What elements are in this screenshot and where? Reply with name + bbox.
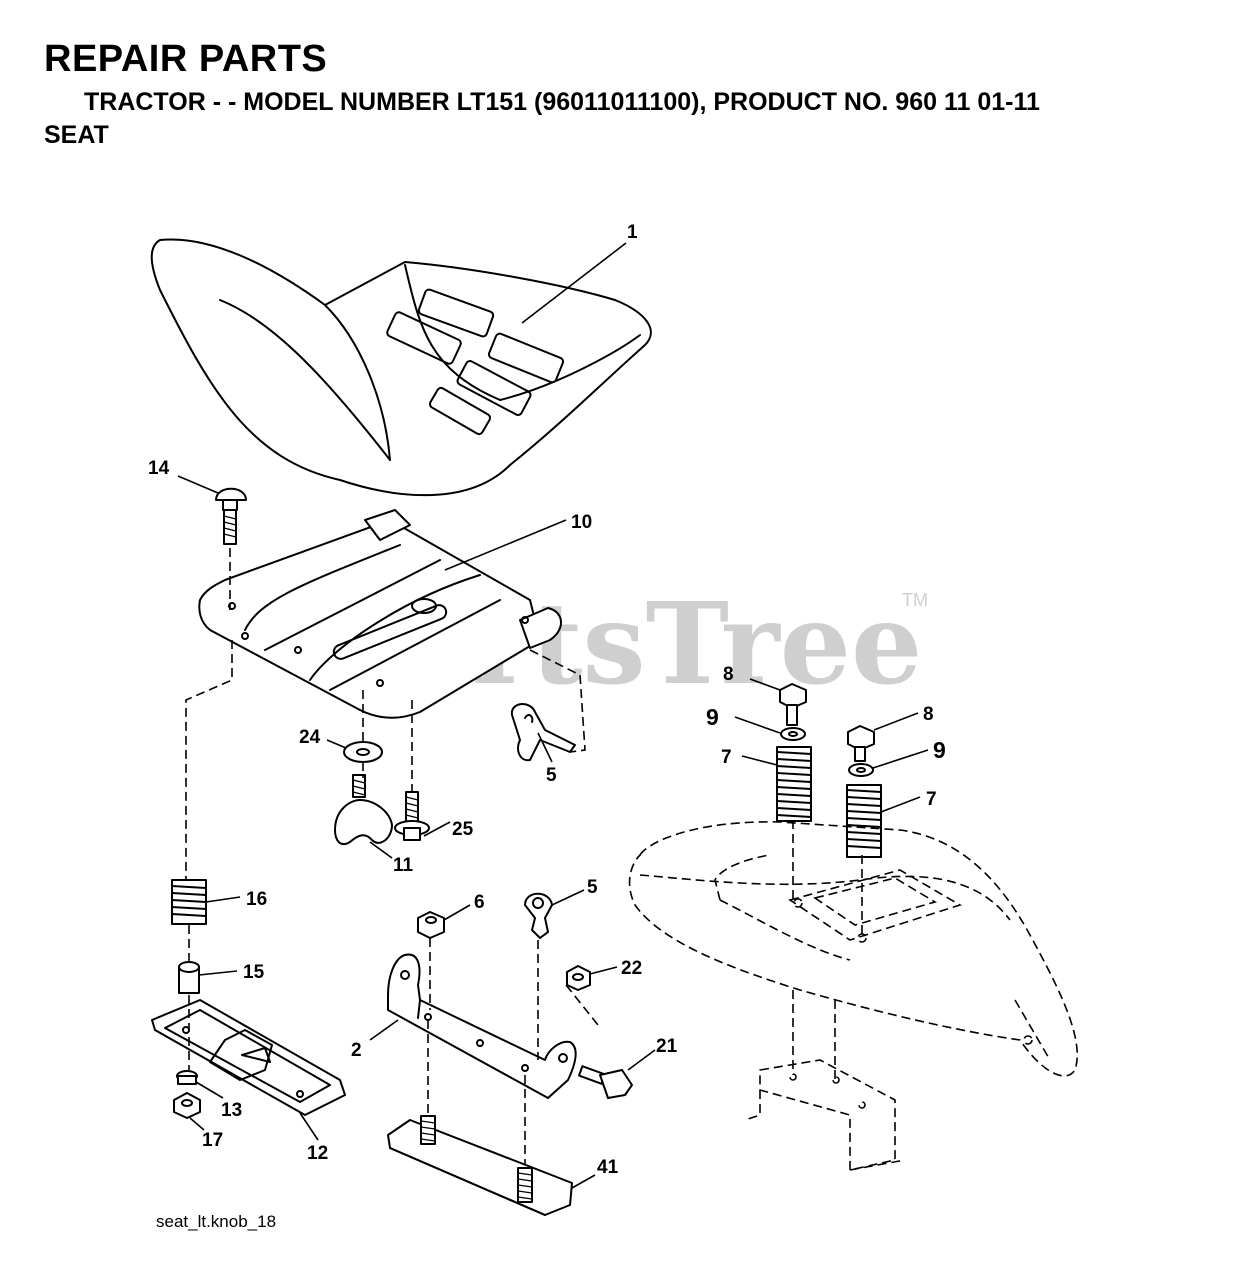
callout-11: 11 xyxy=(393,855,414,876)
leader-25 xyxy=(423,821,451,837)
alignment-lines xyxy=(185,548,586,1165)
model-line: TRACTOR - - MODEL NUMBER LT151 (96011011… xyxy=(84,88,1040,116)
callout-21: 21 xyxy=(656,1036,678,1057)
leader-13 xyxy=(195,1081,224,1099)
part-21-shoulder-bolt xyxy=(578,1065,633,1099)
part-8-knob-left xyxy=(779,683,807,726)
part-8-knob-right xyxy=(847,725,875,762)
leader-12 xyxy=(299,1112,319,1141)
part-11-knob xyxy=(334,774,393,846)
part-41-stud-plate xyxy=(387,1115,573,1216)
leader-5a xyxy=(537,732,553,763)
callout-7-left: 7 xyxy=(721,747,732,768)
callout-8-right: 8 xyxy=(923,704,934,725)
part-2-bracket xyxy=(387,953,577,1099)
callout-5-lower: 5 xyxy=(587,877,598,898)
callout-9-left: 9 xyxy=(706,704,719,730)
part-1-seat xyxy=(150,238,652,497)
section-title: SEAT xyxy=(44,121,109,149)
leader-9b xyxy=(872,749,929,769)
page-title: REPAIR PARTS xyxy=(44,38,328,80)
callout-41: 41 xyxy=(597,1157,619,1178)
part-7-spring-left xyxy=(776,746,812,822)
part-25-shoulder-bolt xyxy=(394,791,430,841)
part-17-nut xyxy=(173,1092,201,1119)
leader-2 xyxy=(369,1019,399,1041)
callout-14: 14 xyxy=(148,458,170,479)
callout-7-right: 7 xyxy=(926,789,937,810)
callout-24: 24 xyxy=(299,727,321,748)
leader-7b xyxy=(880,796,921,813)
leader-8a xyxy=(749,678,781,691)
callout-12: 12 xyxy=(307,1143,328,1164)
part-10-seat-pan xyxy=(198,509,562,719)
part-24-washer xyxy=(343,741,383,763)
part-9-washer-left xyxy=(780,727,806,741)
part-22-nut xyxy=(566,965,591,991)
callout-9-right: 9 xyxy=(933,737,946,763)
callout-25: 25 xyxy=(452,819,474,840)
part-7-spring-right xyxy=(846,784,882,858)
part-9-washer-right xyxy=(848,763,874,777)
leader-7a xyxy=(741,755,778,766)
leader-22 xyxy=(589,966,618,975)
leader-5b xyxy=(551,889,585,906)
callout-13: 13 xyxy=(221,1100,242,1121)
part-16-spring xyxy=(171,879,207,925)
leader-15 xyxy=(198,970,238,976)
callout-5-upper: 5 xyxy=(546,765,557,786)
callout-15: 15 xyxy=(243,962,265,983)
leader-14 xyxy=(177,475,219,494)
leader-6 xyxy=(443,904,471,921)
leader-8b xyxy=(873,712,919,731)
leader-16 xyxy=(205,896,241,903)
part-14-carriage-bolt xyxy=(215,487,247,545)
file-name-label: seat_lt.knob_18 xyxy=(156,1212,277,1231)
part-5-clip-lower xyxy=(524,892,553,939)
leader-10 xyxy=(444,519,567,571)
leader-41 xyxy=(571,1174,596,1189)
callout-17: 17 xyxy=(202,1130,223,1151)
callout-1: 1 xyxy=(627,222,638,243)
callout-8-left: 8 xyxy=(723,664,734,685)
part-13-washer xyxy=(176,1070,198,1085)
leader-21 xyxy=(627,1049,656,1071)
callout-16: 16 xyxy=(246,889,267,910)
part-5-clip-upper xyxy=(510,703,576,762)
leader-11 xyxy=(369,841,393,859)
leader-24 xyxy=(326,739,347,749)
callout-2: 2 xyxy=(351,1040,362,1061)
tractor-body-reference xyxy=(628,820,1079,1171)
watermark-tm: TM xyxy=(902,590,928,610)
part-6-nut xyxy=(417,911,445,939)
leader-1 xyxy=(521,242,627,324)
leader-9a xyxy=(734,716,781,734)
callout-22: 22 xyxy=(621,958,642,979)
callout-10: 10 xyxy=(571,512,592,533)
part-15-bushing xyxy=(178,961,200,994)
callout-6: 6 xyxy=(474,892,485,913)
leader-17 xyxy=(189,1117,205,1131)
